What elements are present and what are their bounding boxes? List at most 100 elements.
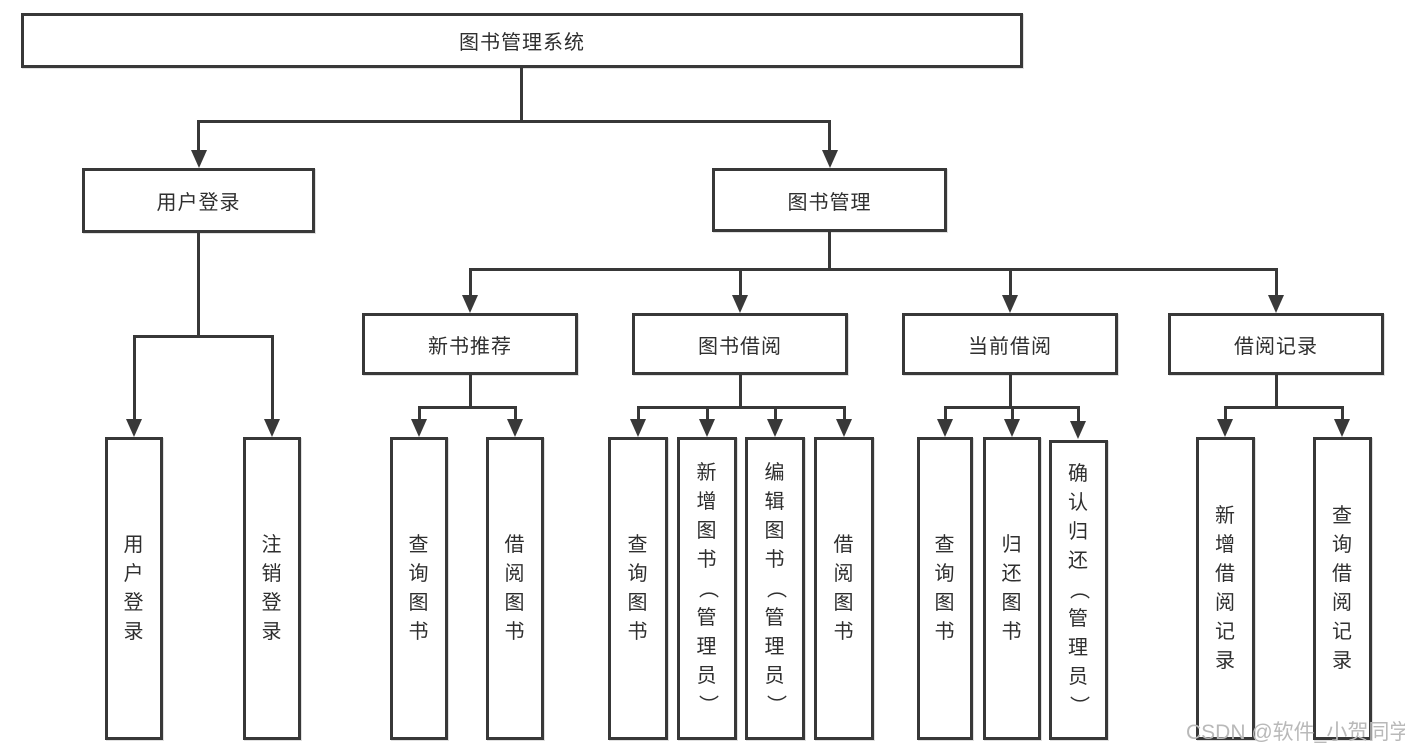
vertical-char: 图 <box>1001 592 1023 614</box>
vertical-char: 借 <box>1215 563 1236 585</box>
vertical-char: 登 <box>261 592 283 614</box>
connector-bookborrow-drop <box>739 271 742 295</box>
leaf-current-return-books: 归还图书 <box>983 437 1041 740</box>
vertical-char: 书 <box>504 621 526 643</box>
node-book-borrowing-label: 图书借阅 <box>698 335 782 358</box>
vertical-char: 录 <box>261 621 283 643</box>
vertical-char: 确 <box>1068 463 1089 485</box>
vertical-char: 录 <box>1215 650 1236 672</box>
connector-bookborrow-c1-drop <box>637 409 640 419</box>
vertical-char: 图 <box>408 592 430 614</box>
connector-root-stem <box>520 68 523 120</box>
connector-records-stem <box>1275 375 1278 406</box>
node-book-management-label: 图书管理 <box>787 191 872 214</box>
leaf-records-add-record-label: 新增借阅记录 <box>1199 440 1252 737</box>
vertical-char: 录 <box>123 621 145 643</box>
arrowhead-user-login <box>191 150 207 168</box>
vertical-char: 归 <box>1001 534 1023 556</box>
connector-bookborrow-stem <box>739 375 742 406</box>
vertical-char: 阅 <box>504 563 526 585</box>
vertical-char: 图 <box>696 519 718 542</box>
vertical-char: 阅 <box>833 563 855 585</box>
node-library-system-label: 图书管理系统 <box>459 32 585 54</box>
connector-leaf-logout-drop <box>271 338 274 419</box>
vertical-char: 书 <box>833 621 855 643</box>
leaf-records-query-record: 查询借阅记录 <box>1313 437 1372 740</box>
connector-userlogin-stem <box>197 233 200 335</box>
vertical-char: 图 <box>764 519 786 542</box>
vertical-char: 理 <box>696 635 718 658</box>
leaf-logout-label: 注销登录 <box>246 440 298 737</box>
connector-bookborrow-c3-drop <box>774 409 777 419</box>
vertical-char: （ <box>696 578 718 599</box>
arrowhead-book-management <box>822 150 838 168</box>
vertical-char: 理 <box>1068 637 1089 659</box>
arrowhead-borrowing-borrow <box>836 419 852 437</box>
vertical-char: 记 <box>1215 621 1236 643</box>
connector-bookmgmt-stem <box>828 232 831 268</box>
arrowhead-leaf-logout <box>264 419 280 437</box>
vertical-char: 户 <box>123 563 145 585</box>
vertical-char: 图 <box>627 592 649 614</box>
vertical-char: 询 <box>408 563 430 585</box>
vertical-char: 书 <box>1001 621 1023 643</box>
arrowhead-book-borrowing <box>732 295 748 313</box>
connector-userlogin-drop <box>197 123 200 150</box>
vertical-char: ） <box>764 694 786 715</box>
vertical-char: 增 <box>696 490 718 513</box>
connector-bookborrow-c2-drop <box>706 409 709 419</box>
arrowhead-current-query <box>937 419 953 437</box>
node-new-book-recommend: 新书推荐 <box>362 313 578 375</box>
vertical-char: 书 <box>408 621 430 643</box>
vertical-char: 新 <box>1215 505 1236 527</box>
connector-records-c1-drop <box>1224 409 1227 419</box>
node-new-book-recommend-label: 新书推荐 <box>428 335 512 358</box>
connector-currentborrow-c2-drop <box>1011 409 1014 419</box>
vertical-char: 查 <box>934 534 956 556</box>
node-borrowing-records-label: 借阅记录 <box>1234 335 1318 358</box>
connector-currentborrow-bar <box>944 406 1080 409</box>
leaf-user-login-label: 用户登录 <box>108 440 160 737</box>
connector-records-bar <box>1224 406 1344 409</box>
vertical-char: 书 <box>764 548 786 571</box>
node-book-borrowing: 图书借阅 <box>632 313 848 375</box>
leaf-current-confirm-return-admin: 确认归还（管理员） <box>1049 440 1108 740</box>
arrowhead-new-book-recommend <box>462 295 478 313</box>
vertical-char: 员 <box>764 664 786 687</box>
vertical-char: 图 <box>833 592 855 614</box>
watermark: CSDN @软件_小贺同学 <box>1186 721 1405 744</box>
vertical-char: 登 <box>123 592 145 614</box>
connector-records-c2-drop <box>1341 409 1344 419</box>
leaf-borrowing-add-books-admin-label: 新增图书（管理员） <box>680 440 734 737</box>
vertical-char: ） <box>1067 695 1090 717</box>
vertical-char: 借 <box>1332 563 1353 585</box>
vertical-char: 认 <box>1068 492 1089 514</box>
vertical-char: 图 <box>504 592 526 614</box>
leaf-borrowing-edit-books-admin-label: 编辑图书（管理员） <box>748 440 802 737</box>
vertical-char: 书 <box>627 621 649 643</box>
node-current-borrowing: 当前借阅 <box>902 313 1118 375</box>
leaf-recommend-query-books: 查询图书 <box>390 437 448 740</box>
leaf-records-add-record: 新增借阅记录 <box>1196 437 1255 740</box>
connector-level3-bar <box>469 268 1278 271</box>
connector-currentborrow-c1-drop <box>944 409 947 419</box>
vertical-char: （ <box>764 578 786 599</box>
arrowhead-borrowing-records <box>1268 295 1284 313</box>
connector-currentborrow-c3-drop <box>1077 409 1080 421</box>
vertical-char: 用 <box>123 534 145 556</box>
connector-newbook-c1-drop <box>418 409 421 419</box>
arrowhead-recommend-borrow <box>507 419 523 437</box>
leaf-current-query-books-label: 查询图书 <box>920 440 970 737</box>
vertical-char: 理 <box>764 635 786 658</box>
vertical-char: 查 <box>1332 505 1353 527</box>
vertical-char: 归 <box>1068 521 1089 543</box>
leaf-borrowing-query-books: 查询图书 <box>608 437 668 740</box>
leaf-recommend-query-books-label: 查询图书 <box>393 440 445 737</box>
leaf-logout: 注销登录 <box>243 437 301 740</box>
arrowhead-borrowing-query <box>630 419 646 437</box>
arrowhead-leaf-user-login <box>126 419 142 437</box>
connector-currentborrow-stem <box>1009 375 1012 406</box>
vertical-char: 阅 <box>1215 592 1236 614</box>
leaf-borrowing-query-books-label: 查询图书 <box>611 440 665 737</box>
connector-newbook-drop <box>469 271 472 295</box>
